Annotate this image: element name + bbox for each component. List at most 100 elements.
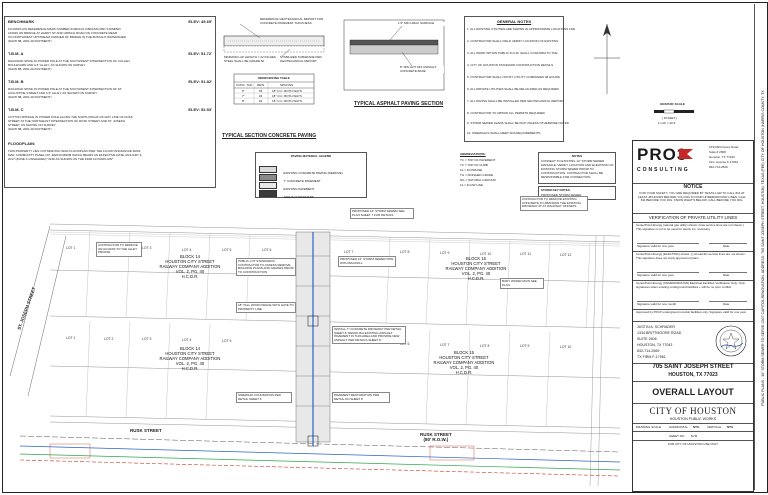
engineer-line: 832-714-2569 xyxy=(637,349,660,353)
lot-label: LOT 11 xyxy=(520,252,531,256)
tbm-label: T.B.M. C xyxy=(8,107,24,112)
reinforcing-cell: 7" xyxy=(242,94,245,98)
verification-title: VERIFICATION OF PRIVATE UTILITY LINES xyxy=(648,215,738,220)
abbreviation: TC = TOP OF CURB xyxy=(460,163,488,167)
lot-label: LOT 8 xyxy=(480,344,490,348)
concrete-callout-thickness: REFERENCE GEOTECHNICAL REPORT FOR CONCRE… xyxy=(260,17,328,26)
graphic-scale: GRAPHIC SCALE ( IN FEET ) 1 inch = 40 ft… xyxy=(650,102,700,132)
general-notes-header: GENERAL NOTES xyxy=(496,19,532,24)
firm-address: 832-714-2569 xyxy=(709,165,728,169)
concrete-section-title: TYPICAL SECTION CONCRETE PAVING xyxy=(222,133,317,139)
general-note: 10. SIDEWALKS SHALL MEET ADA REQUIREMENT… xyxy=(467,131,541,135)
verification-date-label: Date xyxy=(723,244,730,248)
reinforcing-cell: 6" xyxy=(242,89,245,93)
legend-item: EXISTING CONCRETE PAVING (REMOVE) xyxy=(259,161,343,179)
firm-logo-accent xyxy=(679,149,693,159)
general-note: 4. CITY OF HOUSTON STANDARD CONSTRUCTION… xyxy=(467,63,554,67)
abbreviations: ABBREVIATIONS: TC = TOP OF PAVEMENT TC =… xyxy=(460,152,530,202)
sheet-no-label: SHEET NO. xyxy=(669,434,686,438)
tbm-text: STREET AT THE NORTHEAST INTERSECTION OF … xyxy=(8,119,125,123)
concrete-callout-lap: MINIMUM LAP LENGTH = 22 INCHES STEEL SHA… xyxy=(224,55,278,64)
verification-date-label: Date xyxy=(723,273,730,277)
engineer-line: 1334 BRITTMOORE ROAD xyxy=(637,331,682,335)
general-note: 1. ALL EXISTING UTILITIES ARE SHOWN IN A… xyxy=(467,27,576,31)
plan-drawing xyxy=(9,223,621,487)
firm-logo-sub: CONSULTING xyxy=(637,167,690,173)
plan-callout: PROPOSED 12" STORM SEWER SEE PLAN SHEET … xyxy=(350,208,414,220)
block-label: BLOCK 15 HOUSTON CITY STREET RAILWAY COM… xyxy=(445,256,507,281)
city-dept: HOUSTON PUBLIC WORKS xyxy=(669,417,717,421)
abbreviation: FL = FLOW LINE xyxy=(460,183,483,187)
verification-text: CenterPoint Energy (natural gas utility)… xyxy=(636,223,748,232)
plan-callout: CONTRACTOR TO REMOVE OR ACCESS TO THE AL… xyxy=(96,242,142,257)
verification-date-label: Date xyxy=(723,302,730,306)
verification-sig-label: Signature valid for one year xyxy=(637,244,674,248)
concrete-callout-subgrade: STABILIZED SUBGRADE PER GEOTECHNICAL REP… xyxy=(280,55,330,64)
plan-callout: BURY WATER MAIN SEE PLAN xyxy=(500,278,544,290)
block-label: BLOCK 14 HOUSTON CITY STREET RAILWAY COM… xyxy=(159,254,221,279)
general-note: 2. CONTRACTOR SHALL FIELD VERIFY LOCATIO… xyxy=(467,39,559,43)
tbm-text: (NAVD 88, 2001 ADJUSTMENT) xyxy=(8,67,52,71)
verification-sig-label: Signature valid for one year xyxy=(637,273,674,277)
plan-view: BLOCK 14 HOUSTON CITY STREET RAILWAY COM… xyxy=(0,196,630,488)
footer-note: FOR CITY OF HOUSTON USE ONLY xyxy=(667,442,719,446)
horizontal-value: NTS xyxy=(693,425,699,429)
tbm-text: (NAVD 88, 2001 ADJUSTMENT) xyxy=(8,95,52,99)
legend-item: ASPHALT PAVEMENT xyxy=(259,185,314,203)
plan-callout: PROPOSED 12" STORM SEWER PIPE WITH BACKF… xyxy=(338,256,396,268)
vertical-value: NTS xyxy=(727,425,733,429)
city-name: CITY OF HOUSTON xyxy=(649,406,737,416)
tbm-text: COTTON SPINDLE IN POWER POLE ALONG THE N… xyxy=(8,115,133,119)
firm-address: Suite # 2608 xyxy=(709,150,726,154)
sheet-note: EXISTING STORM SEWER PRIOR TO xyxy=(541,167,594,171)
general-note: 3. ALL WORK WITHIN PUBLIC R.O.W. SHALL C… xyxy=(467,51,558,55)
storm-note: PROPOSED STORM SEWER xyxy=(541,193,582,197)
lot-label: LOT 10 xyxy=(560,345,572,349)
reinforcing-cell: #4 xyxy=(259,94,263,98)
sheet-no: 5 / 8 xyxy=(691,434,697,438)
asphalt-section-drawing xyxy=(343,19,445,91)
benchmark-header: BENCHMARK xyxy=(8,19,35,24)
reinforcing-cell: #4 xyxy=(259,89,263,93)
north-arrow xyxy=(592,18,622,98)
plan-callout: PUBLIC LOT STANDARDS. CONTRACTOR TO ASSE… xyxy=(236,258,296,277)
general-note: 5. CONTRACTOR SHALL NOTIFY UTILITY COMPA… xyxy=(467,75,560,79)
lot-label: LOT 3 xyxy=(142,337,152,341)
abbreviations-header: ABBREVIATIONS: xyxy=(460,152,486,156)
asphalt-callout-surface: 1.5" MIN HMAC SURFACE xyxy=(398,21,448,26)
notice-title: NOTICE xyxy=(683,184,703,190)
benchmark-line: FLOODPLAIN REFERENCE MARK NUMBER 210020 … xyxy=(8,27,121,31)
lot-label: LOT 4 xyxy=(182,338,192,342)
lot-label: LOT 1 xyxy=(66,246,76,250)
plan-callout: PAVEMENT RESTORATION PER DETAIL ON SHEET… xyxy=(332,392,390,404)
scale-ratio: 1 inch = 40 ft. xyxy=(658,121,677,125)
floodplain-text: MAP, COMMUNITY PANEL NO. 48201C0690M WHI… xyxy=(8,153,143,157)
title-block: PRO3 CONSULTING 1334 Brittmoore Road Sui… xyxy=(632,140,754,492)
abbreviation: TC = TOP OF PAVEMENT xyxy=(460,158,496,162)
floodplain-text: 2017 (ZONE X-UNSHADED) *AND AS SHOWN ON … xyxy=(8,157,114,161)
verification-sig-label: Signature valid for one month xyxy=(637,302,677,306)
lot-label: LOT 7 xyxy=(344,250,354,254)
notice-body: FOR YOUR SAFETY, YOU ARE REQUIRED BY TEX… xyxy=(636,191,748,203)
floodplain-header: FLOODPLAIN: xyxy=(8,141,36,146)
firm-logo: PRO3 CONSULTING xyxy=(637,145,707,181)
general-notes-box: GENERAL NOTES 1. ALL EXISTING UTILITIES … xyxy=(464,16,575,142)
general-note: 8. CONTRACTOR TO OBTAIN ALL PERMITS REQU… xyxy=(467,111,545,115)
verification-text: CenterPoint Energy (UNDERGROUND) Electri… xyxy=(636,281,748,290)
tbm-text: (NAVD 88, 2001 ADJUSTMENT) xyxy=(8,127,52,131)
firm-address: Houston, TX 77043 xyxy=(709,155,735,159)
reinforcing-cell: 18" O.C. BOTH WAYS xyxy=(272,99,302,103)
benchmark-line: ON NORTHWEST UPSTREAM CORNER OF BRIDGE I… xyxy=(8,35,127,39)
sheet-note: RESPONSIBLE FOR CONNECTION. xyxy=(541,175,592,179)
lot-label: LOT 2 xyxy=(104,337,114,341)
block-label: BLOCK 14 HOUSTON CITY STREET RAILWAY COM… xyxy=(159,346,221,371)
sheet-note: CONNECT TO EXISTING 12" STORM SEWER xyxy=(541,159,605,163)
block-label: BLOCK 15 HOUSTON CITY STREET RAILWAY COM… xyxy=(433,350,495,375)
tbm-text: RAILROAD SPIKE IN POWER POLE AT THE SOUT… xyxy=(8,87,123,91)
lot-label: LOT 9 xyxy=(520,344,530,348)
firm-address: 1334 Brittmoore Road xyxy=(709,145,739,149)
engineer-line: JUSTIN A. SCHRADER xyxy=(637,325,675,329)
reinforcing-cell: 18" O.C. BOTH WAYS xyxy=(272,94,302,98)
sheet-title: OVERALL LAYOUT xyxy=(652,387,734,397)
